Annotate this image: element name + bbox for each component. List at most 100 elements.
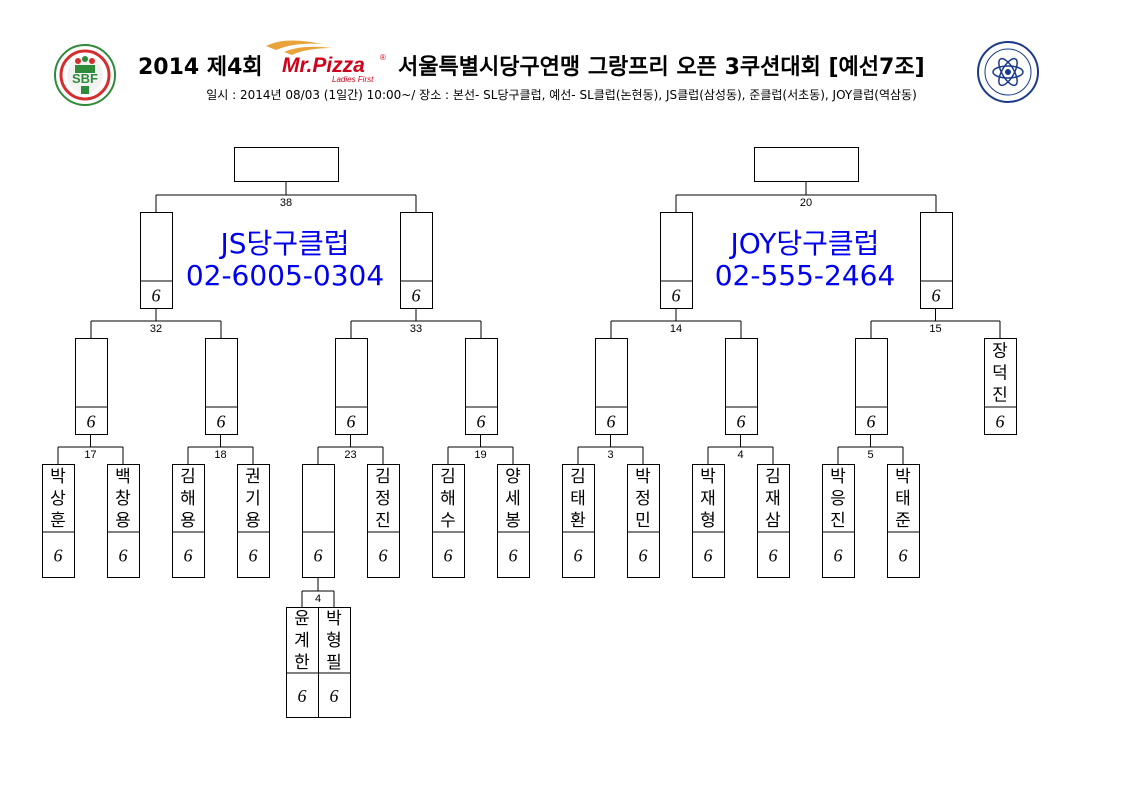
player-name: 재 — [700, 489, 716, 509]
emblem-logo-icon — [977, 41, 1039, 103]
player-name: 정 — [375, 489, 391, 509]
player-box — [984, 338, 1017, 435]
match-number: 19 — [474, 449, 486, 461]
player-box — [302, 464, 335, 578]
player-name: 해 — [180, 489, 196, 509]
sponsor-mark: ® — [380, 53, 386, 62]
score-mark: 6 — [932, 286, 941, 306]
player-name: 덕 — [992, 364, 1008, 384]
match-number: 4 — [315, 593, 321, 605]
player-box — [107, 464, 140, 578]
player-name: 진 — [830, 511, 846, 531]
right-club-phone: 02-555-2464 — [714, 259, 896, 292]
player-box — [335, 338, 368, 435]
winner-box — [754, 147, 859, 182]
sponsor-tagline: Ladies First — [332, 75, 374, 84]
score-mark: 6 — [54, 546, 63, 566]
player-name: 용 — [180, 511, 196, 531]
player-name: 민 — [635, 511, 651, 531]
player-name: 계 — [294, 631, 310, 651]
score-mark: 6 — [119, 546, 128, 566]
player-box — [75, 338, 108, 435]
player-name: 진 — [375, 511, 391, 531]
player-box — [757, 464, 790, 578]
title-year: 2014 제4회 — [138, 55, 263, 80]
player-box — [318, 607, 351, 718]
player-name: 장 — [992, 342, 1008, 362]
player-name: 정 — [635, 489, 651, 509]
score-mark: 6 — [737, 412, 746, 432]
player-name: 박 — [326, 609, 342, 629]
score-mark: 6 — [509, 546, 518, 566]
score-mark: 6 — [249, 546, 258, 566]
player-name: 권 — [245, 467, 261, 487]
right-club-name: JOY당구클럽 — [730, 227, 880, 260]
player-name: 김 — [570, 467, 586, 487]
player-box — [562, 464, 595, 578]
mr-pizza-logo-icon: Mr.Pizza ® Ladies First — [266, 40, 386, 84]
player-box — [497, 464, 530, 578]
player-name: 창 — [115, 489, 131, 509]
score-mark: 6 — [867, 412, 876, 432]
player-name: 김 — [440, 467, 456, 487]
match-number: 33 — [410, 323, 422, 335]
player-box — [286, 607, 319, 718]
winner-box — [234, 147, 339, 182]
player-box — [465, 338, 498, 435]
player-box — [920, 212, 953, 309]
player-name: 용 — [115, 511, 131, 531]
player-name: 김 — [375, 467, 391, 487]
score-mark: 6 — [330, 686, 339, 706]
player-box — [692, 464, 725, 578]
score-mark: 6 — [412, 286, 421, 306]
player-name: 준 — [895, 511, 911, 531]
left-club-phone: 02-6005-0304 — [185, 259, 385, 292]
left-club-name: JS당구클럽 — [220, 227, 350, 260]
player-name: 형 — [326, 631, 342, 651]
player-box — [855, 338, 888, 435]
score-mark: 6 — [87, 412, 96, 432]
score-mark: 6 — [477, 412, 486, 432]
player-name: 훈 — [50, 511, 66, 531]
match-number: 23 — [344, 449, 356, 461]
player-box — [627, 464, 660, 578]
player-name: 형 — [700, 511, 716, 531]
player-name: 윤 — [294, 609, 310, 629]
player-name: 삼 — [765, 511, 781, 531]
score-mark: 6 — [298, 686, 307, 706]
player-name: 태 — [895, 489, 911, 509]
player-box — [205, 338, 238, 435]
score-mark: 6 — [834, 546, 843, 566]
score-mark: 6 — [996, 412, 1005, 432]
player-name: 상 — [50, 489, 66, 509]
match-number: 5 — [867, 449, 873, 461]
score-mark: 6 — [639, 546, 648, 566]
player-box — [42, 464, 75, 578]
score-mark: 6 — [152, 286, 161, 306]
player-name: 해 — [440, 489, 456, 509]
player-name: 기 — [245, 489, 261, 509]
player-name: 김 — [180, 467, 196, 487]
player-box — [660, 212, 693, 309]
player-name: 봉 — [505, 511, 521, 531]
score-mark: 6 — [379, 546, 388, 566]
score-mark: 6 — [899, 546, 908, 566]
player-name: 박 — [830, 467, 846, 487]
score-mark: 6 — [347, 412, 356, 432]
score-mark: 6 — [444, 546, 453, 566]
player-name: 환 — [570, 511, 586, 531]
player-box — [725, 338, 758, 435]
player-box — [822, 464, 855, 578]
player-name: 재 — [765, 489, 781, 509]
score-mark: 6 — [704, 546, 713, 566]
player-box — [172, 464, 205, 578]
score-mark: 6 — [607, 412, 616, 432]
score-mark: 6 — [672, 286, 681, 306]
player-name: 세 — [505, 489, 521, 509]
score-mark: 6 — [314, 546, 323, 566]
match-number: 17 — [84, 449, 96, 461]
page-title: 2014 제4회 서울특별시당구연맹 그랑프리 오픈 3쿠션대회 [예선7조] — [0, 50, 1123, 86]
match-number: 4 — [737, 449, 743, 461]
